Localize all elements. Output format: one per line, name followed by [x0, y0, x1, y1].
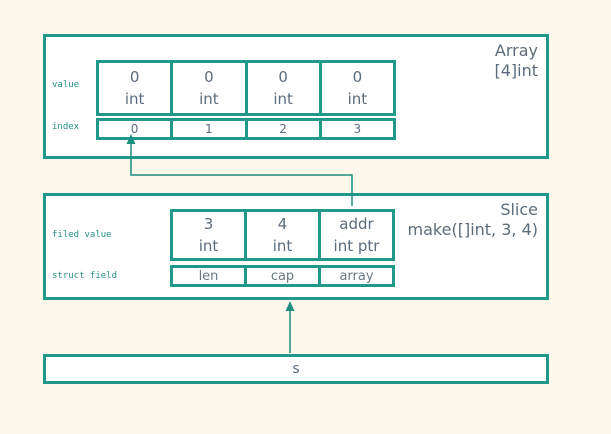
slice-title-line1: Slice [500, 200, 538, 219]
array-value-cell: 0 int [170, 63, 244, 113]
array-index-row: 0 1 2 3 [96, 118, 396, 140]
array-title-line1: Array [494, 41, 538, 60]
cell-type: int [347, 90, 368, 108]
arrow-up-head-icon [285, 301, 295, 311]
cell-value: 0 [204, 68, 214, 86]
array-value-row: 0 int 0 int 0 int 0 int [96, 60, 396, 116]
array-index-cell: 1 [170, 121, 244, 137]
cell-value: addr [339, 215, 374, 233]
array-box: Array [4]int value index 0 int 0 int 0 i… [43, 34, 549, 159]
cell-value: 3 [203, 215, 214, 233]
slice-field-cell: 3 int [173, 212, 244, 258]
slice-box: Slice make([]int, 3, 4) filed value stru… [43, 193, 549, 300]
array-box-title: Array [4]int [494, 41, 538, 81]
s-variable-label: s [292, 361, 300, 377]
slice-title-line2: make([]int, 3, 4) [407, 220, 538, 239]
slice-struct-cell: cap [244, 268, 318, 284]
cell-value: 0 [352, 68, 363, 86]
cell-type: int [198, 237, 219, 255]
cell-type: int [199, 90, 219, 108]
s-variable-box: s [43, 354, 549, 384]
slice-struct-field-row: len cap array [170, 265, 395, 287]
slice-box-title: Slice make([]int, 3, 4) [408, 200, 538, 240]
array-value-cell: 0 int [99, 63, 170, 113]
slice-field-cell: 4 int [244, 212, 318, 258]
array-index-cell: 3 [318, 121, 393, 137]
cell-type: int [124, 90, 145, 108]
index-row-label: index [52, 122, 80, 132]
slice-field-value-row: 3 int 4 int addr int ptr [170, 209, 395, 261]
cell-value: 0 [278, 68, 288, 86]
array-index-cell: 2 [244, 121, 319, 137]
cell-type: int [272, 237, 293, 255]
cell-value: 4 [277, 215, 288, 233]
cell-type: int ptr [333, 237, 380, 255]
cell-value: 0 [129, 68, 140, 86]
struct-field-row-label: struct field [52, 271, 118, 281]
field-value-row-label: filed value [52, 230, 112, 240]
array-index-cell: 0 [130, 122, 139, 136]
array-value-cell: 0 int [318, 63, 393, 113]
array-title-line2: [4]int [494, 61, 538, 80]
cell-type: int [273, 90, 293, 108]
array-value-cell: 0 int [244, 63, 319, 113]
slice-field-cell: addr int ptr [318, 212, 392, 258]
slice-struct-cell: len [198, 268, 219, 284]
slice-struct-cell: array [318, 268, 392, 284]
value-row-label: value [52, 80, 80, 90]
arrow-s-to-slice [285, 301, 295, 353]
